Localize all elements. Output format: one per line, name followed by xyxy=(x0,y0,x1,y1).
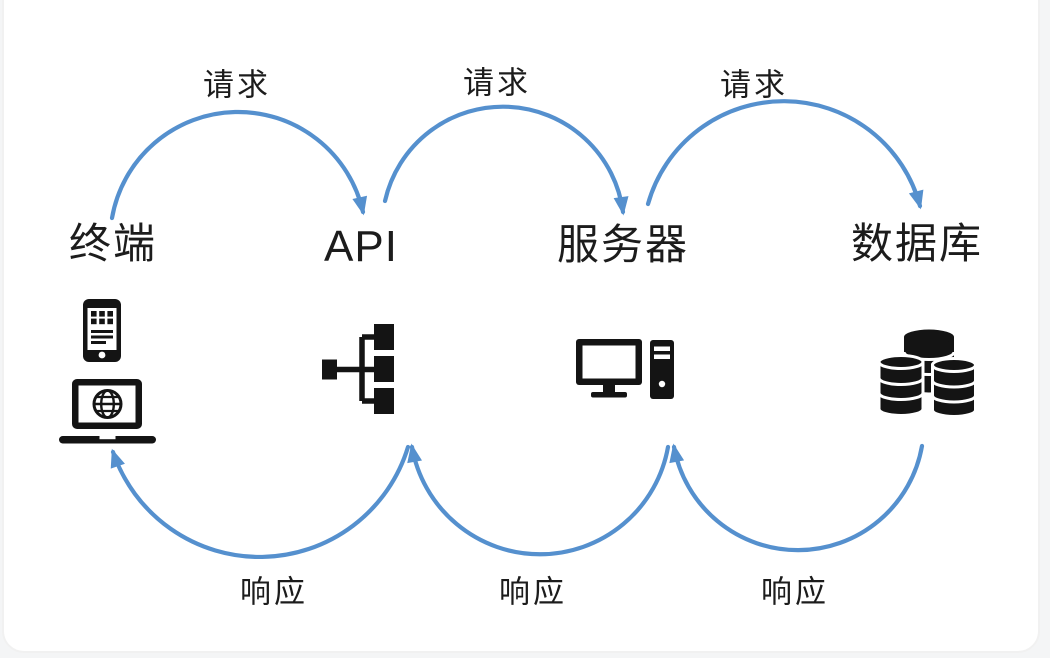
database-stack-icon xyxy=(877,329,977,418)
request-arc-terminal-to-api xyxy=(109,109,368,221)
response-label-1: 响应 xyxy=(240,574,308,610)
request-label-2: 请求 xyxy=(463,65,531,101)
node-label-terminal: 终端 xyxy=(68,222,158,268)
laptop-globe-icon xyxy=(59,379,156,444)
request-arc-server-to-database xyxy=(645,99,924,210)
node-label-server: 服务器 xyxy=(556,223,690,269)
response-arc-database-to-server xyxy=(669,443,925,553)
node-label-api: API xyxy=(324,222,398,271)
response-label-3: 响应 xyxy=(761,574,829,610)
api-tree-icon xyxy=(322,324,394,414)
desktop-computer-icon xyxy=(576,339,674,399)
node-label-database: 数据库 xyxy=(850,222,984,268)
smartphone-icon xyxy=(83,299,121,362)
request-arc-api-to-server xyxy=(382,104,629,216)
response-arc-api-to-terminal xyxy=(110,444,411,560)
response-arc-server-to-api xyxy=(407,443,671,557)
request-label-3: 请求 xyxy=(720,67,788,103)
request-label-1: 请求 xyxy=(203,67,271,103)
response-label-2: 响应 xyxy=(499,574,567,610)
